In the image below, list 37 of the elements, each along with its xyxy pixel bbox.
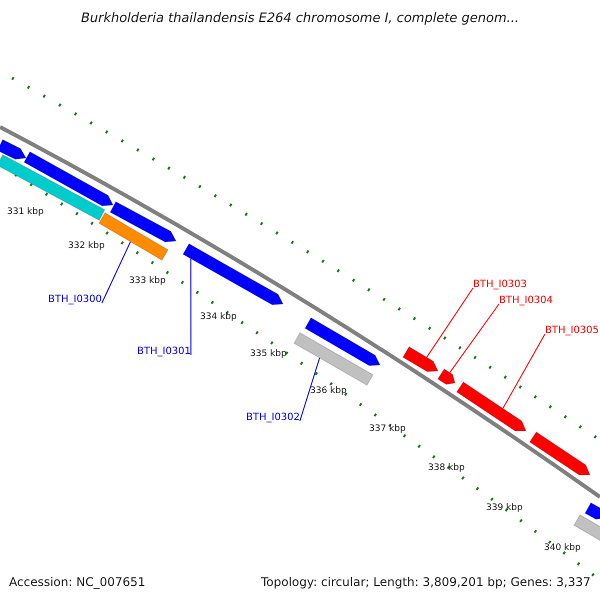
gene-feature (584, 502, 600, 520)
gene-feature (456, 381, 527, 432)
gene-label: BTH_I0303 (473, 280, 527, 290)
leader-line (426, 288, 474, 358)
gene-label: BTH_I0304 (499, 296, 553, 306)
gene-label: BTH_I0305 (545, 326, 599, 336)
scale-label: 339 kbp (486, 504, 523, 513)
scale-label: 332 kbp (68, 242, 105, 251)
gene-feature (182, 243, 284, 306)
leader-line (502, 334, 546, 409)
gene-feature (110, 201, 177, 243)
gene-label: BTH_I0302 (246, 413, 300, 423)
gene-feature (529, 431, 591, 476)
leader-line (449, 304, 500, 374)
gene-feature (437, 368, 456, 385)
gene-feature (23, 151, 114, 206)
scale-label: 333 kbp (129, 277, 166, 286)
gene-feature (293, 332, 374, 386)
scale-label: 338 kbp (428, 464, 465, 473)
footer-text: Accession: NC_007651 (9, 576, 146, 588)
gene-label: BTH_I0300 (48, 295, 102, 305)
footer-text: Topology: circular; Length: 3,809,201 bp; Genes: 3,337 (261, 576, 591, 588)
gene-feature (0, 138, 27, 160)
scale-label: 331 kbp (7, 208, 44, 217)
gene-feature (304, 317, 381, 366)
gene-label: BTH_I0301 (137, 347, 191, 357)
leader-line (299, 357, 320, 422)
gene-feature (573, 514, 600, 543)
scale-label: 336 kbp (310, 387, 347, 396)
scale-label: 337 kbp (369, 425, 406, 434)
scale-label: 340 kbp (544, 544, 581, 553)
gene-feature (0, 154, 106, 221)
title: Burkholderia thailandensis E264 chromosome I, complete genom... (80, 12, 520, 25)
scale-label: 335 kbp (250, 350, 287, 359)
leader-line (101, 241, 131, 304)
leader-line (190, 258, 192, 356)
gene-feature (402, 346, 439, 372)
